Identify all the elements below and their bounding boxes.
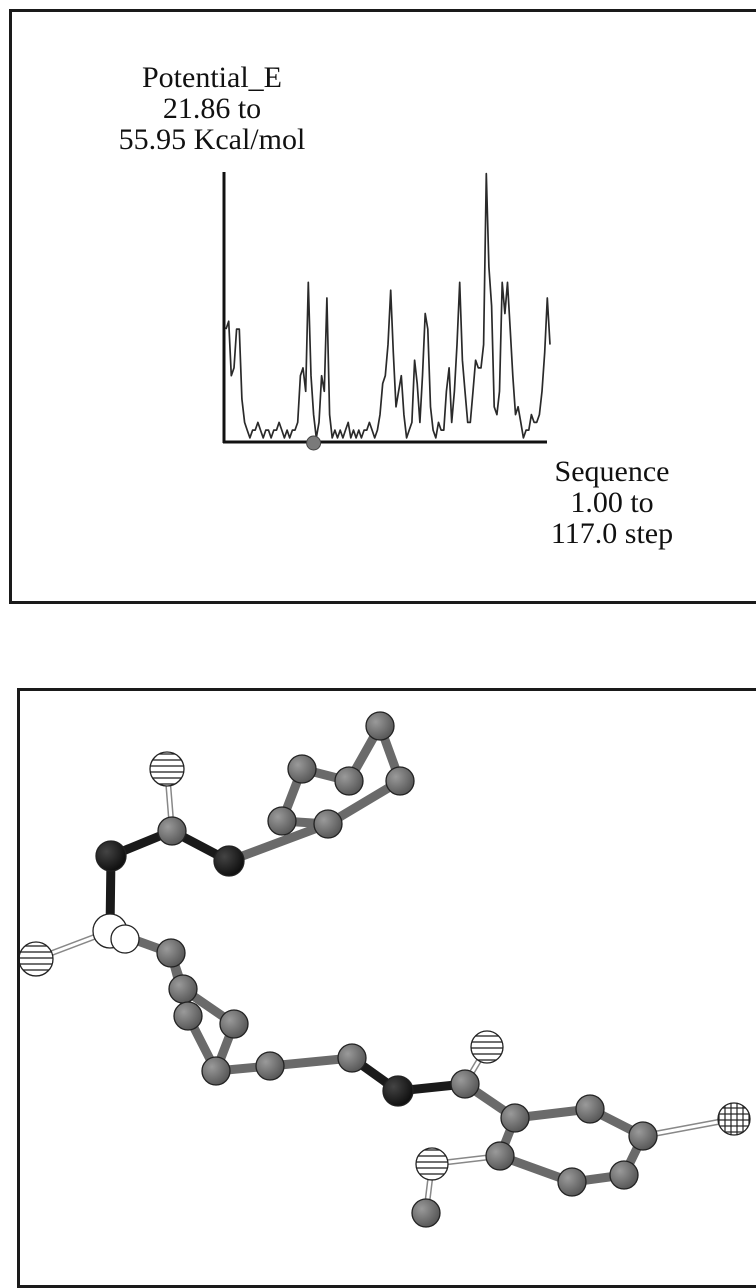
- halogen-atom-x: [717, 1102, 751, 1136]
- carbon-atom-cf: [313, 809, 343, 839]
- sulfur-atom-o2: [110, 924, 140, 954]
- carbon-atom-ph2: [168, 974, 198, 1004]
- carbon-atom-r2: [575, 1094, 605, 1124]
- carbon-atom-ph3: [219, 1009, 249, 1039]
- carbon-atom-r3: [628, 1121, 658, 1151]
- carbon-atom-cd: [365, 711, 395, 741]
- x-axis-label: Sequence 1.00 to 117.0 step: [517, 456, 707, 549]
- carbon-atom-l2: [337, 1043, 367, 1073]
- molecule-panel: [17, 688, 756, 1288]
- carbon-atom-ce: [385, 766, 415, 796]
- carbon-atom-r6: [485, 1141, 515, 1171]
- carbon-atom-r4: [609, 1160, 639, 1190]
- y-axis-range-min: 21.86 to: [162, 92, 262, 125]
- carbon-atom-ca: [267, 806, 297, 836]
- molecule-ball-and-stick: [20, 711, 751, 1228]
- y-axis-range-max: 55.95 Kcal/mol: [118, 123, 306, 156]
- carbon-atom-l1: [255, 1051, 285, 1081]
- energy-series-line: [225, 172, 551, 439]
- carbon-atom-cc2: [450, 1069, 480, 1099]
- energy-plot-panel: Potential_E 21.86 to 55.95 Kcal/mol Sequ…: [9, 9, 756, 604]
- x-axis-range-min: 1.00 to: [570, 486, 654, 519]
- hydrogen-atom-ho: [415, 1147, 449, 1181]
- hydrogen-atom-hb: [149, 751, 185, 787]
- carbon-atom-r5: [557, 1167, 587, 1197]
- carbon-atom-r1: [500, 1103, 530, 1133]
- carbon-atom-ph5: [173, 1001, 203, 1031]
- carbon-atom-cc: [334, 766, 364, 796]
- bond-N2-Cf: [224, 819, 333, 866]
- x-axis-range-max: 117.0 step: [550, 517, 674, 550]
- energy-plot: [222, 172, 551, 451]
- nitrogen-atom-n2: [213, 845, 245, 877]
- y-axis-label: Potential_E 21.86 to 55.95 Kcal/mol: [82, 62, 342, 155]
- y-axis-title: Potential_E: [142, 61, 282, 94]
- carbon-atom-ph1: [156, 938, 186, 968]
- sequence-marker[interactable]: [306, 435, 322, 451]
- hydrogen-atom-o1: [20, 941, 54, 977]
- carbon-atom-cb: [287, 754, 317, 784]
- x-axis-title: Sequence: [554, 455, 670, 488]
- nitrogen-atom-n3: [382, 1075, 414, 1107]
- hydrogen-atom-h2: [470, 1030, 504, 1064]
- carbon-atom-ph4: [201, 1056, 231, 1086]
- carbon-atom-cm: [411, 1198, 441, 1228]
- carbon-atom-c1: [157, 816, 187, 846]
- nitrogen-atom-n1: [95, 840, 127, 872]
